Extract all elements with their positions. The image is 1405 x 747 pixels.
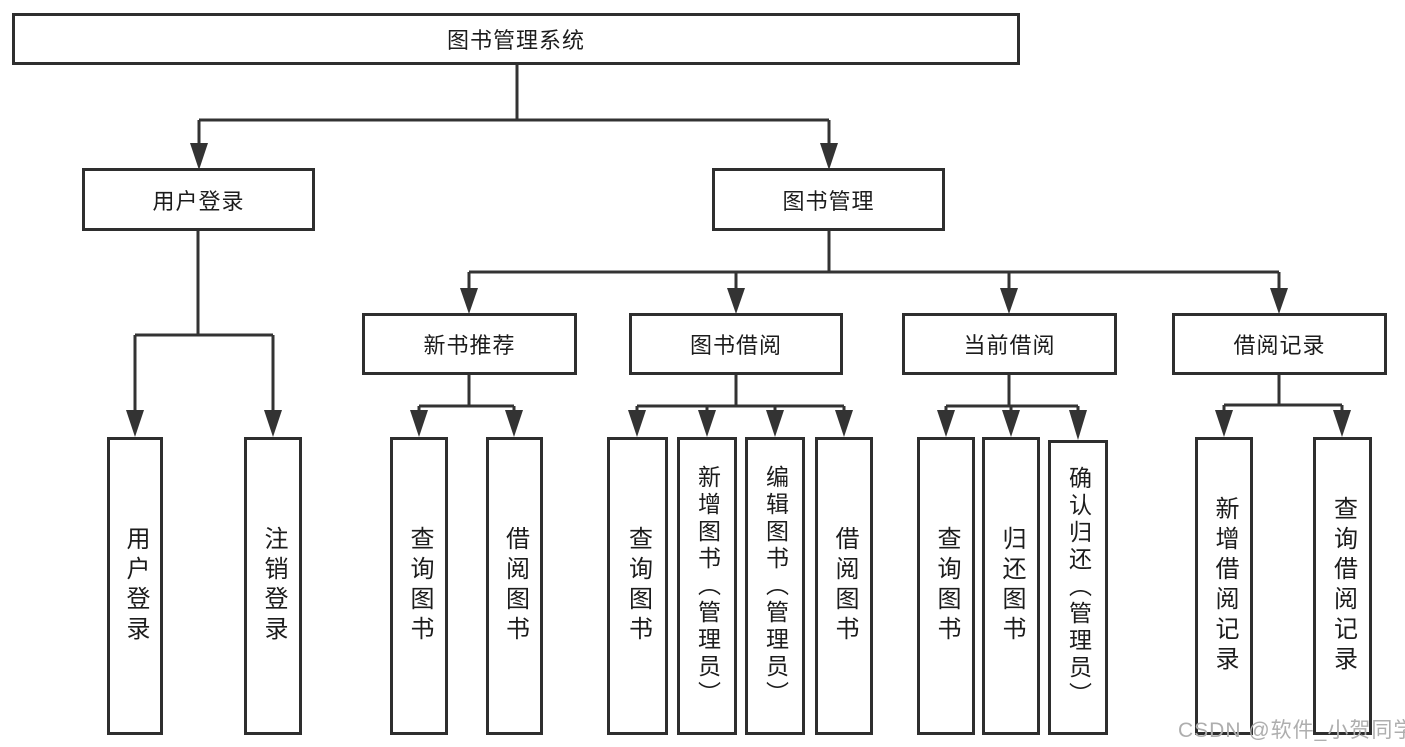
- connector-borrow-record-children: [1222, 374, 1344, 414]
- connector-root-to-level2: [197, 64, 831, 148]
- connector-book-mgmt-to-level3: [467, 230, 1281, 292]
- leaf-current-query-books: 查询图书: [917, 437, 975, 735]
- node-label: 新书推荐: [423, 333, 516, 358]
- node-label: 用户登录: [152, 188, 245, 214]
- leaf-current-return-books: 归还图书: [982, 437, 1040, 735]
- leaf-label: 查询图书: [406, 526, 433, 646]
- node-book-management: 图书管理: [712, 168, 945, 231]
- connector-user-login-children: [133, 230, 275, 414]
- leaf-records-add-borrow-record: 新增借阅记录: [1195, 437, 1253, 735]
- leaf-label: 借阅图书: [501, 526, 529, 646]
- arrowheads-user-login-children: [126, 410, 282, 437]
- leaf-label: 注销登录: [260, 526, 287, 646]
- csdn-watermark: CSDN @软件_小贺同学: [1178, 719, 1405, 742]
- leaf-label: 用户登录: [122, 526, 149, 646]
- leaf-label: 查询图书: [933, 526, 960, 646]
- leaf-label: 新增借阅记录: [1211, 496, 1238, 676]
- node-label: 借阅记录: [1233, 333, 1326, 358]
- leaf-logout: 注销登录: [244, 437, 302, 735]
- leaf-borrow-query-books: 查询图书: [607, 437, 668, 735]
- connector-book-borrow-children: [635, 374, 846, 414]
- arrowheads-borrow-record-children: [1215, 410, 1351, 437]
- leaf-label: 借阅图书: [831, 526, 858, 646]
- leaf-records-query-borrow-record: 查询借阅记录: [1313, 437, 1372, 735]
- leaf-borrow-add-books-admin: 新增图书（管理员）: [677, 437, 737, 735]
- connector-new-book-children: [417, 374, 516, 414]
- leaf-label: 查询借阅记录: [1329, 496, 1357, 676]
- connector-current-borrow-children: [944, 374, 1080, 414]
- arrowheads-book-borrow-children: [628, 410, 853, 437]
- node-user-login: 用户登录: [82, 168, 315, 231]
- leaf-user-login: 用户登录: [107, 437, 163, 735]
- arrowheads-level3: [460, 288, 1288, 314]
- node-label: 当前借阅: [963, 333, 1056, 358]
- leaf-label: 确认归还（管理员）: [1065, 466, 1092, 709]
- node-label: 图书借阅: [689, 333, 782, 358]
- arrowheads-level2: [190, 143, 838, 170]
- node-borrowing-records: 借阅记录: [1172, 313, 1387, 375]
- leaf-label: 新增图书（管理员）: [694, 464, 721, 708]
- leaf-label: 归还图书: [998, 526, 1025, 646]
- leaf-label: 查询图书: [624, 526, 652, 646]
- leaf-newbook-query-books: 查询图书: [390, 437, 448, 735]
- leaf-borrow-borrow-books: 借阅图书: [815, 437, 873, 735]
- leaf-current-confirm-return-admin: 确认归还（管理员）: [1048, 440, 1108, 735]
- leaf-borrow-edit-books-admin: 编辑图书（管理员）: [745, 437, 805, 735]
- node-book-borrowing: 图书借阅: [629, 313, 843, 375]
- node-current-borrowing: 当前借阅: [902, 313, 1117, 375]
- node-root-library-management-system: 图书管理系统: [12, 13, 1020, 65]
- leaf-label: 编辑图书（管理员）: [762, 464, 789, 708]
- node-label: 图书管理系统: [446, 28, 585, 53]
- node-new-book-recommend: 新书推荐: [362, 313, 577, 375]
- arrowheads-current-borrow-children: [937, 410, 1087, 440]
- leaf-newbook-borrow-books: 借阅图书: [486, 437, 543, 735]
- node-label: 图书管理: [782, 188, 875, 214]
- arrowheads-new-book-children: [410, 410, 523, 437]
